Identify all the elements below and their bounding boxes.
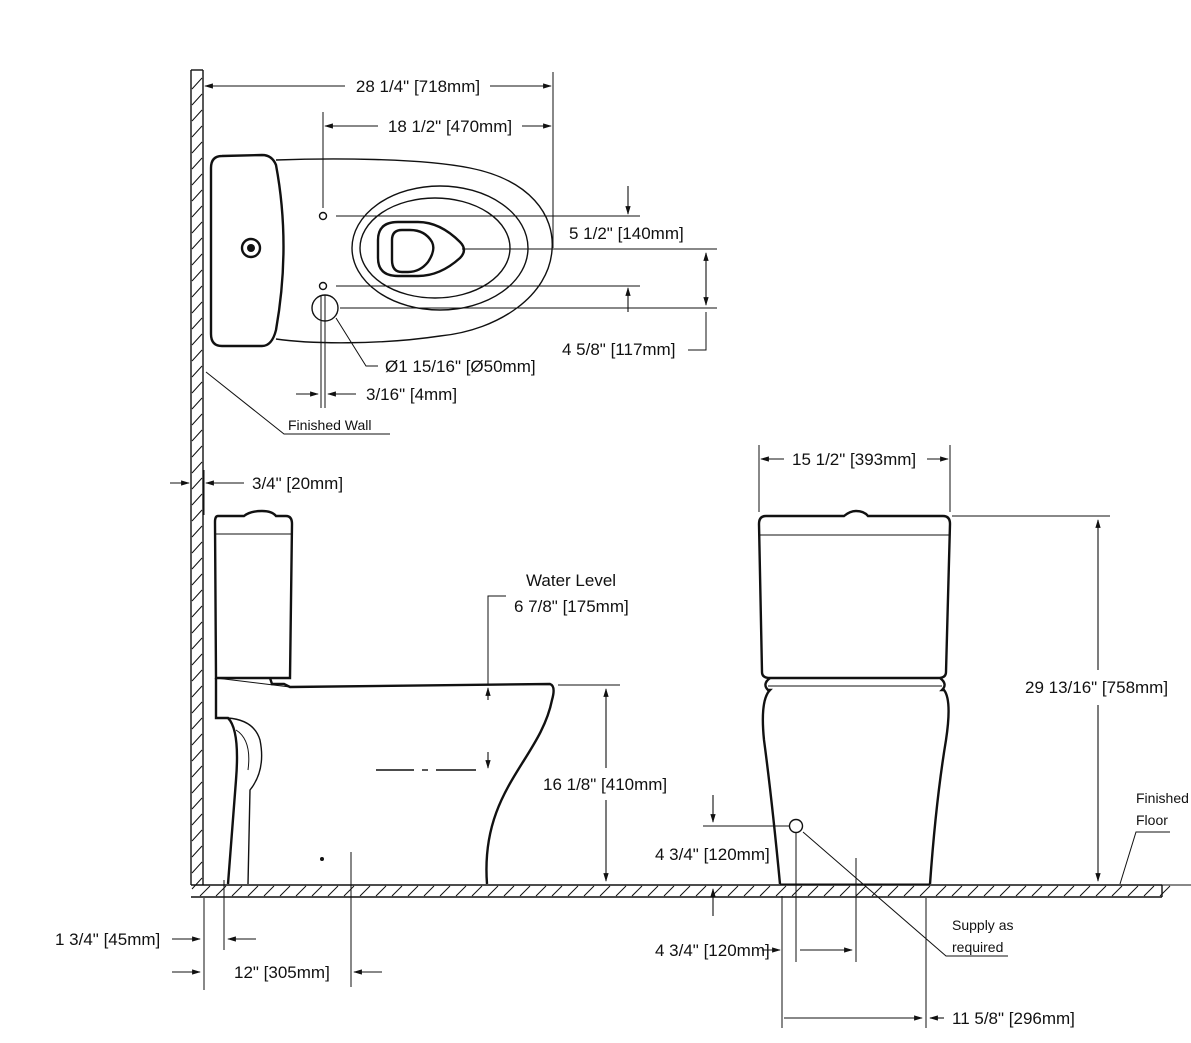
dim-width: 15 1/2" [393mm] (758, 445, 951, 512)
tank-front (757, 509, 952, 680)
front-view (757, 509, 952, 885)
dim-rough-in: 12" [305mm] (172, 852, 382, 987)
dim-supply-from-center: 11 5/8" [296mm] (784, 898, 1075, 1028)
base-from-wall-text: 1 3/4" [45mm] (55, 930, 160, 949)
outlet-offset-text: 3/16" [4mm] (366, 385, 457, 404)
bowl-front (761, 677, 950, 885)
outlet-diameter-text: Ø1 15/16" [Ø50mm] (385, 357, 536, 376)
bolt-hole-lower (318, 281, 328, 291)
dim-bolt-offsets: 5 1/2" [140mm] 4 5/8" [117mm] (336, 186, 717, 359)
finished-wall (190, 69, 204, 890)
dim-bolt-to-front: 18 1/2" [470mm] (322, 112, 552, 208)
finished-floor-label-1: Finished (1136, 790, 1189, 806)
bowl-outline (275, 158, 553, 344)
supply-height-text: 4 3/4" [120mm] (655, 845, 770, 864)
supply-point (788, 818, 804, 834)
dim-wall-gap: 3/4" [20mm] (170, 470, 343, 515)
dim-supply-offset: 4 3/4" [120mm] (655, 833, 857, 1028)
dim-water-level: Water Level 6 7/8" [175mm] (485, 571, 629, 769)
supply-label-1: Supply as (952, 917, 1013, 933)
bowl-inner (359, 197, 511, 299)
dim-height: 29 13/16" [758mm] (952, 515, 1168, 882)
supply-from-center-text: 11 5/8" [296mm] (952, 1009, 1075, 1028)
supply-callout: Supply as required (802, 831, 1013, 957)
bolt-to-front-text: 18 1/2" [470mm] (388, 117, 512, 136)
rim-height-text: 16 1/8" [410mm] (543, 775, 667, 794)
wall-gap-text: 3/4" [20mm] (252, 474, 343, 493)
top-view (209, 153, 553, 348)
bowl-outlet (376, 220, 466, 278)
water-level-label: Water Level (526, 571, 616, 590)
finished-floor (191, 884, 1191, 898)
flush-button-icon (240, 237, 262, 259)
bolt-upper-offset-text: 5 1/2" [140mm] (569, 224, 684, 243)
overall-length-text: 28 1/4" [718mm] (356, 77, 480, 96)
supply-offset-text: 4 3/4" [120mm] (655, 941, 770, 960)
dim-supply-height: 4 3/4" [120mm] (655, 795, 789, 916)
width-text: 15 1/2" [393mm] (792, 450, 916, 469)
side-view (213, 509, 555, 885)
finished-floor-label-2: Floor (1136, 812, 1168, 828)
dim-base-from-wall: 1 3/4" [45mm] (55, 880, 256, 990)
bolt-hole-upper (318, 211, 328, 221)
rough-in-text: 12" [305mm] (234, 963, 330, 982)
height-text: 29 13/16" [758mm] (1025, 678, 1168, 697)
tank-side (213, 509, 294, 680)
bolt-lower-offset-text: 4 5/8" [117mm] (562, 340, 675, 359)
dim-rim-height: 16 1/8" [410mm] (543, 684, 667, 882)
supply-label-2: required (952, 939, 1003, 955)
dim-outlet-offset: 3/16" [4mm] (296, 295, 457, 408)
finished-wall-callout: Finished Wall (205, 371, 390, 435)
seat-rim (351, 185, 529, 311)
dim-outlet-diameter: Ø1 15/16" [Ø50mm] (335, 317, 536, 376)
finished-floor-callout: Finished Floor (1119, 790, 1189, 885)
finished-wall-label: Finished Wall (288, 417, 372, 433)
water-level-value: 6 7/8" [175mm] (514, 597, 629, 616)
bowl-side (214, 677, 555, 885)
dim-overall-length: 28 1/4" [718mm] (204, 72, 554, 248)
tank-top-view (209, 153, 285, 348)
